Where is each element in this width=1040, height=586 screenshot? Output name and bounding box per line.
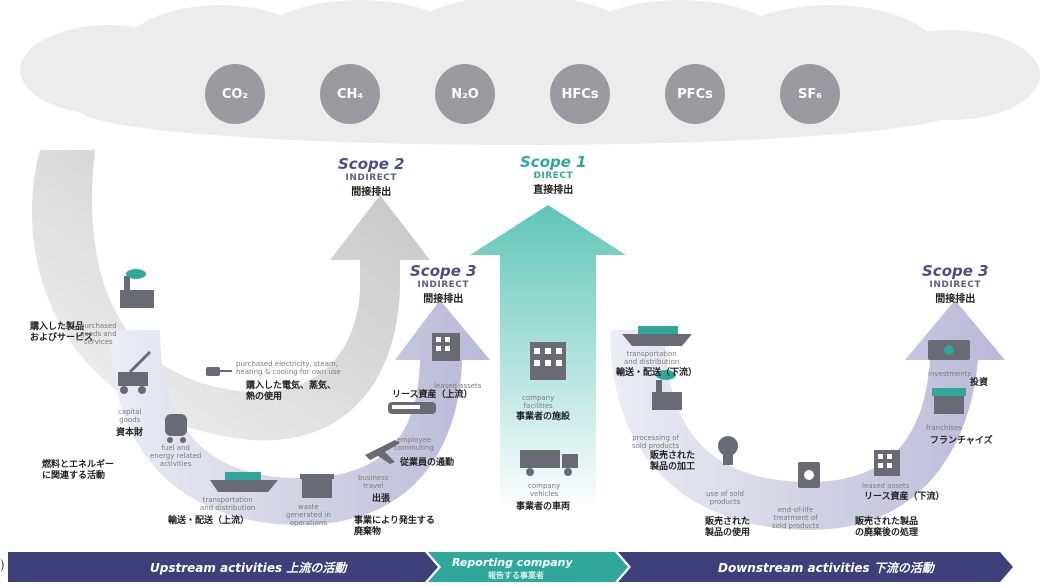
commuting-en: employee commuting: [394, 436, 434, 452]
leased-assets-down-en: leased assets: [862, 482, 910, 490]
company-facilities-jp: 事業者の施設: [516, 412, 571, 422]
upstream-activities-label: Upstream activities 上流の活動: [150, 561, 347, 575]
building-downstream-icon: [874, 450, 900, 476]
leased-assets-up-en: leased assets: [434, 382, 482, 390]
leased-assets-down-jp: リース資産（下流）: [864, 492, 945, 502]
gas-co2: CO₂: [205, 64, 265, 124]
leased-assets-up-jp: リース資産（上流）: [392, 390, 473, 400]
fuel-energy-en: fuel and energy related activities: [150, 444, 202, 468]
scope1-label: Scope 1 DIRECT 直接排出: [520, 153, 587, 196]
activity-bar: [8, 552, 1013, 582]
reporting-company-jp: 報告する事業者: [488, 571, 544, 580]
company-facilities-en: company facilities: [522, 394, 555, 410]
investments-jp: 投資: [970, 378, 989, 388]
downstream-activities-label: Downstream activities 下流の活動: [718, 561, 934, 575]
use-jp: 販売された 製品の使用: [705, 517, 751, 538]
transport-down-jp: 輸送・配送（下流）: [616, 368, 698, 378]
franchises-en: franchises: [926, 424, 962, 432]
scope3-downstream-label: Scope 3 INDIRECT 間接排出: [922, 262, 989, 305]
scope3-down-sub: INDIRECT: [929, 280, 982, 290]
commuting-jp: 従業員の通勤: [400, 458, 455, 468]
downstream-arrow: [610, 300, 1005, 530]
factory-downstream-icon: [652, 370, 682, 410]
investments-en: investments: [928, 370, 972, 378]
ship-icon: [210, 472, 278, 492]
company-vehicles-jp: 事業者の車両: [516, 502, 571, 512]
building-icon: [432, 333, 460, 361]
scope3-up-jp: 間接排出: [423, 294, 464, 305]
waste-en: waste generated in operations: [286, 503, 331, 527]
use-en: use of sold products: [706, 490, 744, 506]
recycle-bin-icon: [798, 462, 820, 488]
fuel-cart-icon: [165, 414, 187, 443]
factory-icon: [120, 269, 154, 308]
gas-hfcs: HFCs: [550, 64, 610, 124]
light-bulb-icon: [718, 436, 738, 465]
train-icon: [388, 402, 436, 414]
business-travel-en: business travel: [358, 474, 389, 490]
scope3-up-sub: INDIRECT: [417, 280, 470, 290]
scope2-label: Scope 2 INDIRECT 間接排出: [338, 155, 405, 198]
scope2-title: Scope 2: [338, 155, 405, 173]
money-icon: [928, 340, 970, 360]
scope2-sub: INDIRECT: [345, 173, 398, 183]
transport-up-en: transportation and distribution: [200, 496, 256, 512]
scope3-down-jp: 間接排出: [935, 294, 976, 305]
transport-down-en: transportation and distribution: [624, 350, 680, 366]
processing-en: processing of sold products: [632, 434, 680, 450]
fuel-energy-jp: 燃料とエネルギー に関連する活動: [42, 460, 115, 481]
scope3-up-title: Scope 3: [410, 262, 477, 280]
transport-up-jp: 輸送・配送（上流）: [168, 516, 250, 526]
capital-goods-jp: 資本財: [116, 428, 144, 438]
scope3-upstream-label: Scope 3 INDIRECT 間接排出: [410, 262, 477, 305]
purchased-electricity-en: purchased electricity, steam, heating & …: [236, 360, 341, 376]
upstream-arrow: [110, 300, 490, 525]
waste-jp: 事業により発生する 廃棄物: [354, 516, 435, 537]
processing-jp: 販売された 製品の加工: [650, 451, 696, 472]
gas-sf6: SF₆: [780, 64, 840, 124]
franchises-jp: フランチャイズ: [930, 436, 993, 446]
purchased-electricity-jp: 購入した電気、蒸気、 熱の使用: [246, 381, 337, 402]
end-of-life-en: end-of-life treatment of sold products: [772, 506, 820, 530]
gas-n2o: N₂O: [435, 64, 495, 124]
scope1-sub: DIRECT: [533, 171, 574, 181]
purchased-goods-en: purchased goods and services: [80, 322, 117, 346]
capital-goods-en: capital goods: [118, 408, 142, 424]
airplane-icon: [365, 440, 400, 464]
gas-pfcs: PFCs: [665, 64, 725, 124]
scope2-jp: 間接排出: [351, 187, 392, 198]
scope1-jp: 直接排出: [533, 185, 574, 196]
end-of-life-jp: 販売された製品 の廃棄後の処理: [855, 517, 919, 538]
business-travel-jp: 出張: [372, 494, 391, 504]
purchased-goods-jp: 購入した製品 およびサービス: [30, 322, 94, 343]
store-icon: [932, 388, 966, 414]
scope3-down-title: Scope 3: [922, 262, 989, 280]
ship-downstream-icon: [622, 326, 692, 346]
clouds: [20, 0, 1040, 145]
crane-truck-icon: [118, 350, 152, 394]
dumpster-icon: [300, 474, 334, 498]
plug-icon: [206, 367, 232, 376]
gas-ch4: CH₄: [320, 64, 380, 124]
company-vehicles-en: company vehicles: [528, 482, 561, 498]
corner-mark: ): [0, 558, 5, 572]
company-building-icon: [530, 342, 566, 380]
scope1-title: Scope 1: [520, 153, 587, 171]
reporting-company-label: Reporting company: [452, 556, 573, 569]
company-truck-icon: [520, 450, 578, 476]
